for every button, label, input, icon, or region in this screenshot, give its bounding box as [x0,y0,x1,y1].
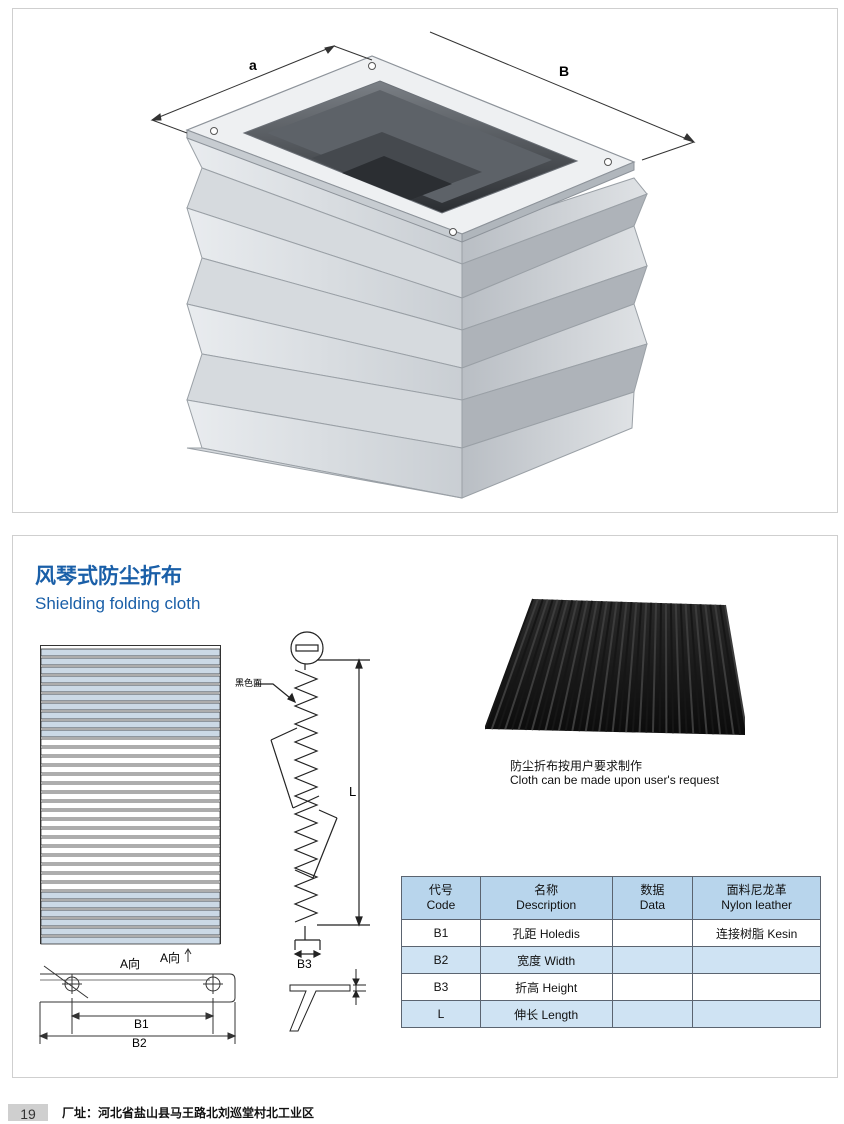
page-number: 19 [8,1104,48,1121]
section-title-en: Shielding folding cloth [35,594,200,614]
cell-material [693,947,821,974]
flange-hole [369,63,376,70]
cell-description: 孔距 Holedis [480,920,612,947]
b2-label: B2 [132,1036,147,1050]
cell-code: B2 [402,947,481,974]
cell-data [612,920,693,947]
table-row: B3 折高 Height [402,974,821,1001]
b1-label: B1 [134,1017,149,1031]
flange-hole [450,229,457,236]
bellows-illustration: a B [12,8,838,513]
cell-data [612,947,693,974]
dim-b-label: B [559,63,569,79]
fold-profile-drawing [280,965,370,1035]
cell-code: B1 [402,920,481,947]
cell-description: 宽度 Width [480,947,612,974]
cell-code: L [402,1001,481,1028]
direction-a-arrow-label: A向 [160,950,180,965]
table-row: B2 宽度 Width [402,947,821,974]
table-row: B1 孔距 Holedis 连接树脂 Kesin [402,920,821,947]
footer-address: 厂址：河北省盐山县马王路北刘巡堂村北工业区 [62,1104,314,1121]
up-arrow-icon [185,949,191,962]
cell-material [693,974,821,1001]
dim-a-label: a [249,57,257,73]
black-cloth-label: 黑色面 [235,677,262,688]
cell-data [612,974,693,1001]
table-row: L 伸长 Length [402,1001,821,1028]
cell-material [693,1001,821,1028]
section-title-cn: 风琴式防尘折布 [35,560,182,590]
flange-hole [211,128,218,135]
cell-data [612,1001,693,1028]
cell-description: 折高 Height [480,974,612,1001]
cloth-front-view [40,645,222,945]
cell-description: 伸长 Length [480,1001,612,1028]
length-l-label: L [349,784,356,799]
black-cloth-photo [485,595,745,737]
hole-distance-drawing: A向 A向 B1 B2 [30,940,245,1050]
direction-a-label: A向 [120,956,140,971]
cell-code: B3 [402,974,481,1001]
photo-caption-cn: 防尘折布按用户要求制作 [510,757,642,774]
cell-material: 连接树脂 Kesin [693,920,821,947]
flange-hole [605,159,612,166]
photo-caption-en: Cloth can be made upon user's request [510,773,719,787]
pleat-zigzag [295,670,317,922]
